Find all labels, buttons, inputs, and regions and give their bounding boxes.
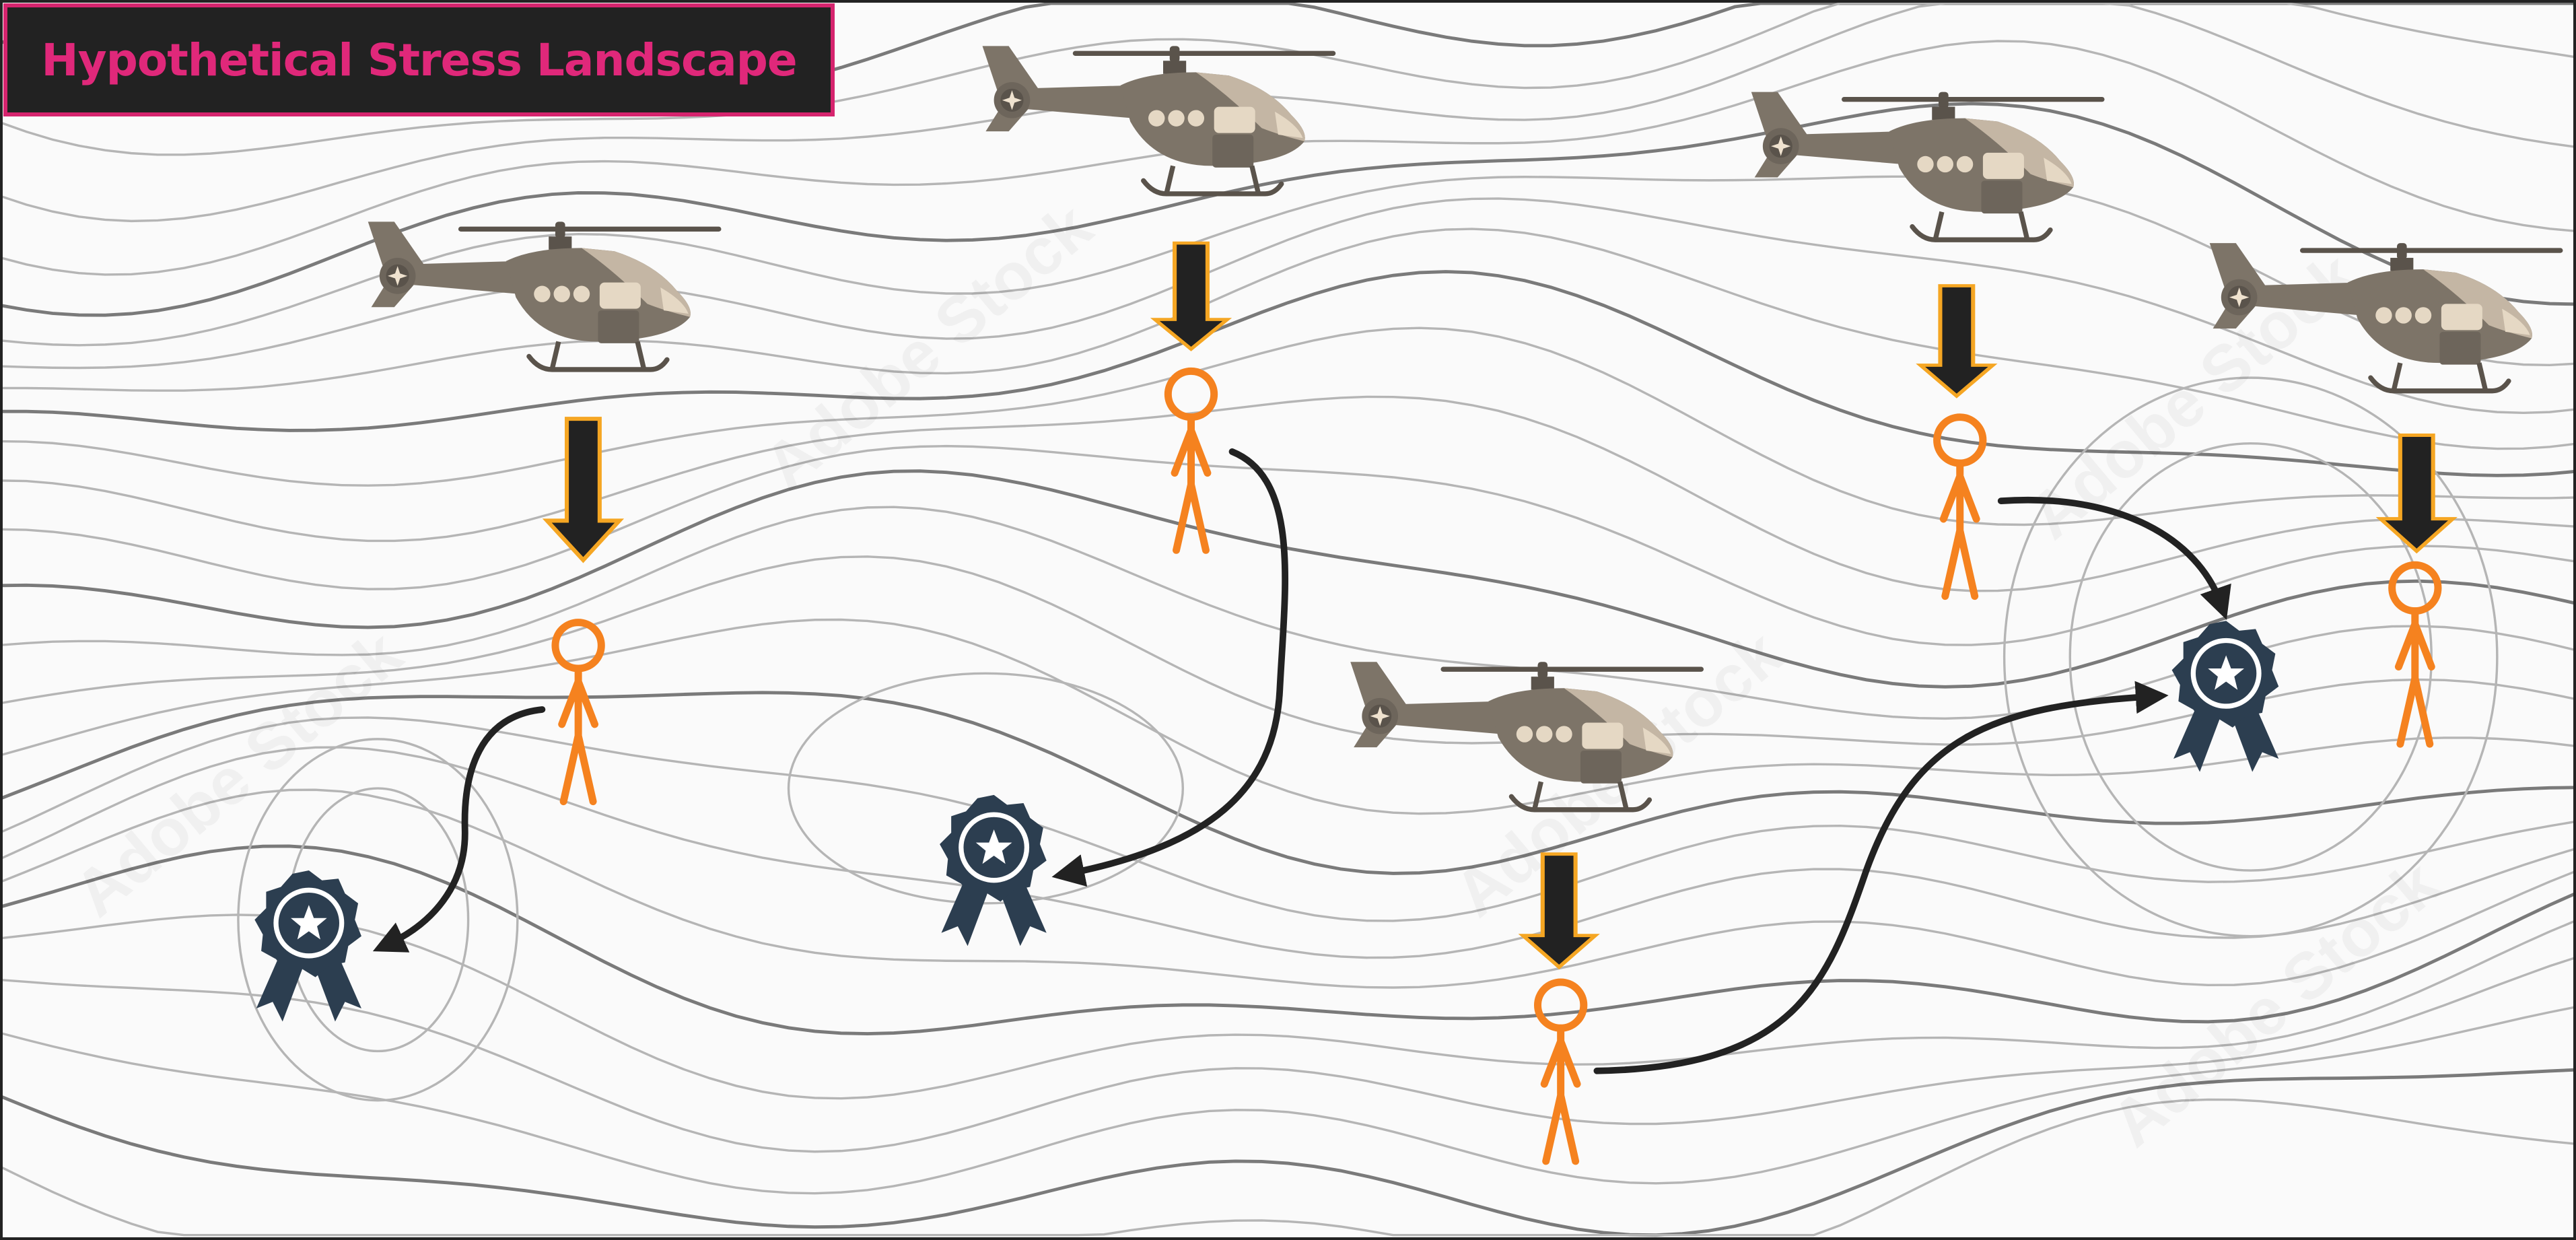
contour-line [0, 469, 2576, 689]
contour-line [0, 326, 2576, 526]
contour-line [2003, 376, 2499, 938]
down-arrow-icon [1155, 243, 1227, 349]
down-arrow-icon [2381, 436, 2453, 551]
stick-figure-icon [1537, 982, 1583, 1161]
stick-figure-icon [555, 623, 601, 802]
contour-line [0, 691, 2576, 875]
contour-line [0, 2, 2576, 156]
helicopter-icon [368, 221, 722, 370]
contour-line [0, 716, 2576, 922]
contour-line [0, 788, 2576, 989]
down-arrow-icon [1920, 286, 1992, 397]
descent-paths [372, 448, 2231, 1074]
curved-arrow [1051, 448, 1289, 887]
contour-line [0, 444, 2576, 646]
curved-arrow [372, 706, 546, 953]
down-arrow-icon [547, 419, 619, 560]
curved-arrow [1593, 681, 2169, 1074]
title-banner: Hypothetical Stress Landscape [3, 3, 835, 116]
contour-line [0, 914, 2576, 1100]
contour-line [0, 746, 2576, 959]
curved-arrow [1997, 496, 2231, 620]
contour-line [0, 555, 2576, 746]
contour-line [0, 1006, 2576, 1195]
contour-line [0, 1098, 2576, 1237]
helicopter-icon [1751, 92, 2105, 240]
contour-line [0, 956, 2576, 1153]
page-title: Hypothetical Stress Landscape [41, 34, 797, 86]
contour-line [0, 618, 2576, 815]
watermarks: Adobe Stock Adobe Stock Adobe Stock Adob… [61, 189, 2453, 1161]
contour-line [0, 175, 2576, 367]
contour-line [237, 738, 519, 1102]
contour-line [0, 228, 2576, 450]
contour-line [0, 844, 2576, 1036]
contour-line [0, 2, 2576, 223]
watermark-text: Adobe Stock [751, 189, 1106, 504]
contour-line [0, 395, 2576, 592]
helicopter-icon [983, 46, 1336, 194]
watermark-text: Adobe Stock [2097, 846, 2453, 1161]
contour-line [0, 1068, 2576, 1237]
watermark-text: Adobe Stock [61, 616, 416, 930]
award-badge-icon [254, 870, 361, 1021]
contour-line [787, 672, 1185, 905]
contour-line [0, 102, 2576, 317]
contour-line [0, 270, 2576, 477]
award-badge-icon [2172, 621, 2279, 771]
award-badge-icon [940, 795, 1047, 946]
contour-line [0, 197, 2576, 415]
